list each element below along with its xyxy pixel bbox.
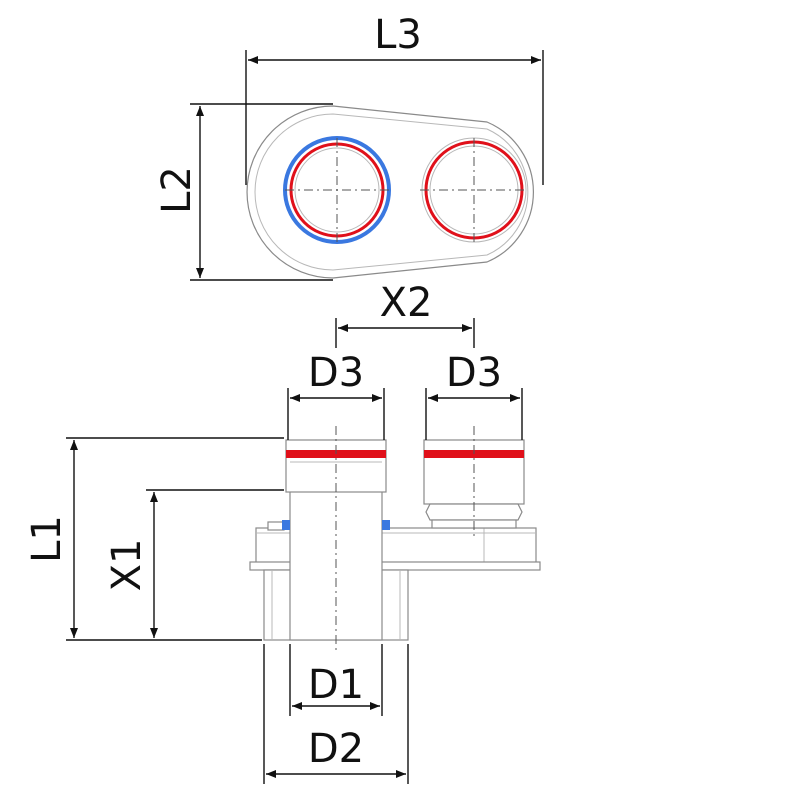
- top-view: L3 L2: [154, 12, 544, 281]
- label-d1: D1: [308, 662, 364, 708]
- label-x1: X1: [104, 539, 150, 592]
- dimension-d3-right: D3: [425, 350, 523, 440]
- dimension-d3-left: D3: [287, 350, 385, 440]
- label-x2: X2: [380, 280, 433, 326]
- top-view-flange-inner: [254, 113, 529, 271]
- label-d3-left: D3: [308, 350, 364, 396]
- label-d3-right: D3: [446, 350, 502, 396]
- blue-seal-mark: [282, 520, 290, 530]
- blue-seal-mark: [382, 520, 390, 530]
- top-view-port-right: [420, 137, 528, 243]
- dimension-x1: X1: [104, 489, 284, 638]
- label-l1: L1: [24, 515, 70, 563]
- top-view-port-left: [283, 136, 391, 244]
- dimension-l3: L3: [245, 12, 544, 185]
- label-l3: L3: [374, 12, 422, 58]
- label-l2: L2: [154, 166, 200, 214]
- dimension-x2: X2: [335, 280, 475, 348]
- side-view: X2 D3 D3 L1 X1: [24, 280, 541, 784]
- dimension-l2: L2: [154, 103, 333, 281]
- label-d2: D2: [308, 726, 364, 772]
- dimension-d2: D2: [263, 644, 409, 784]
- dimension-l1: L1: [24, 437, 284, 641]
- dimension-d1: D1: [289, 644, 383, 716]
